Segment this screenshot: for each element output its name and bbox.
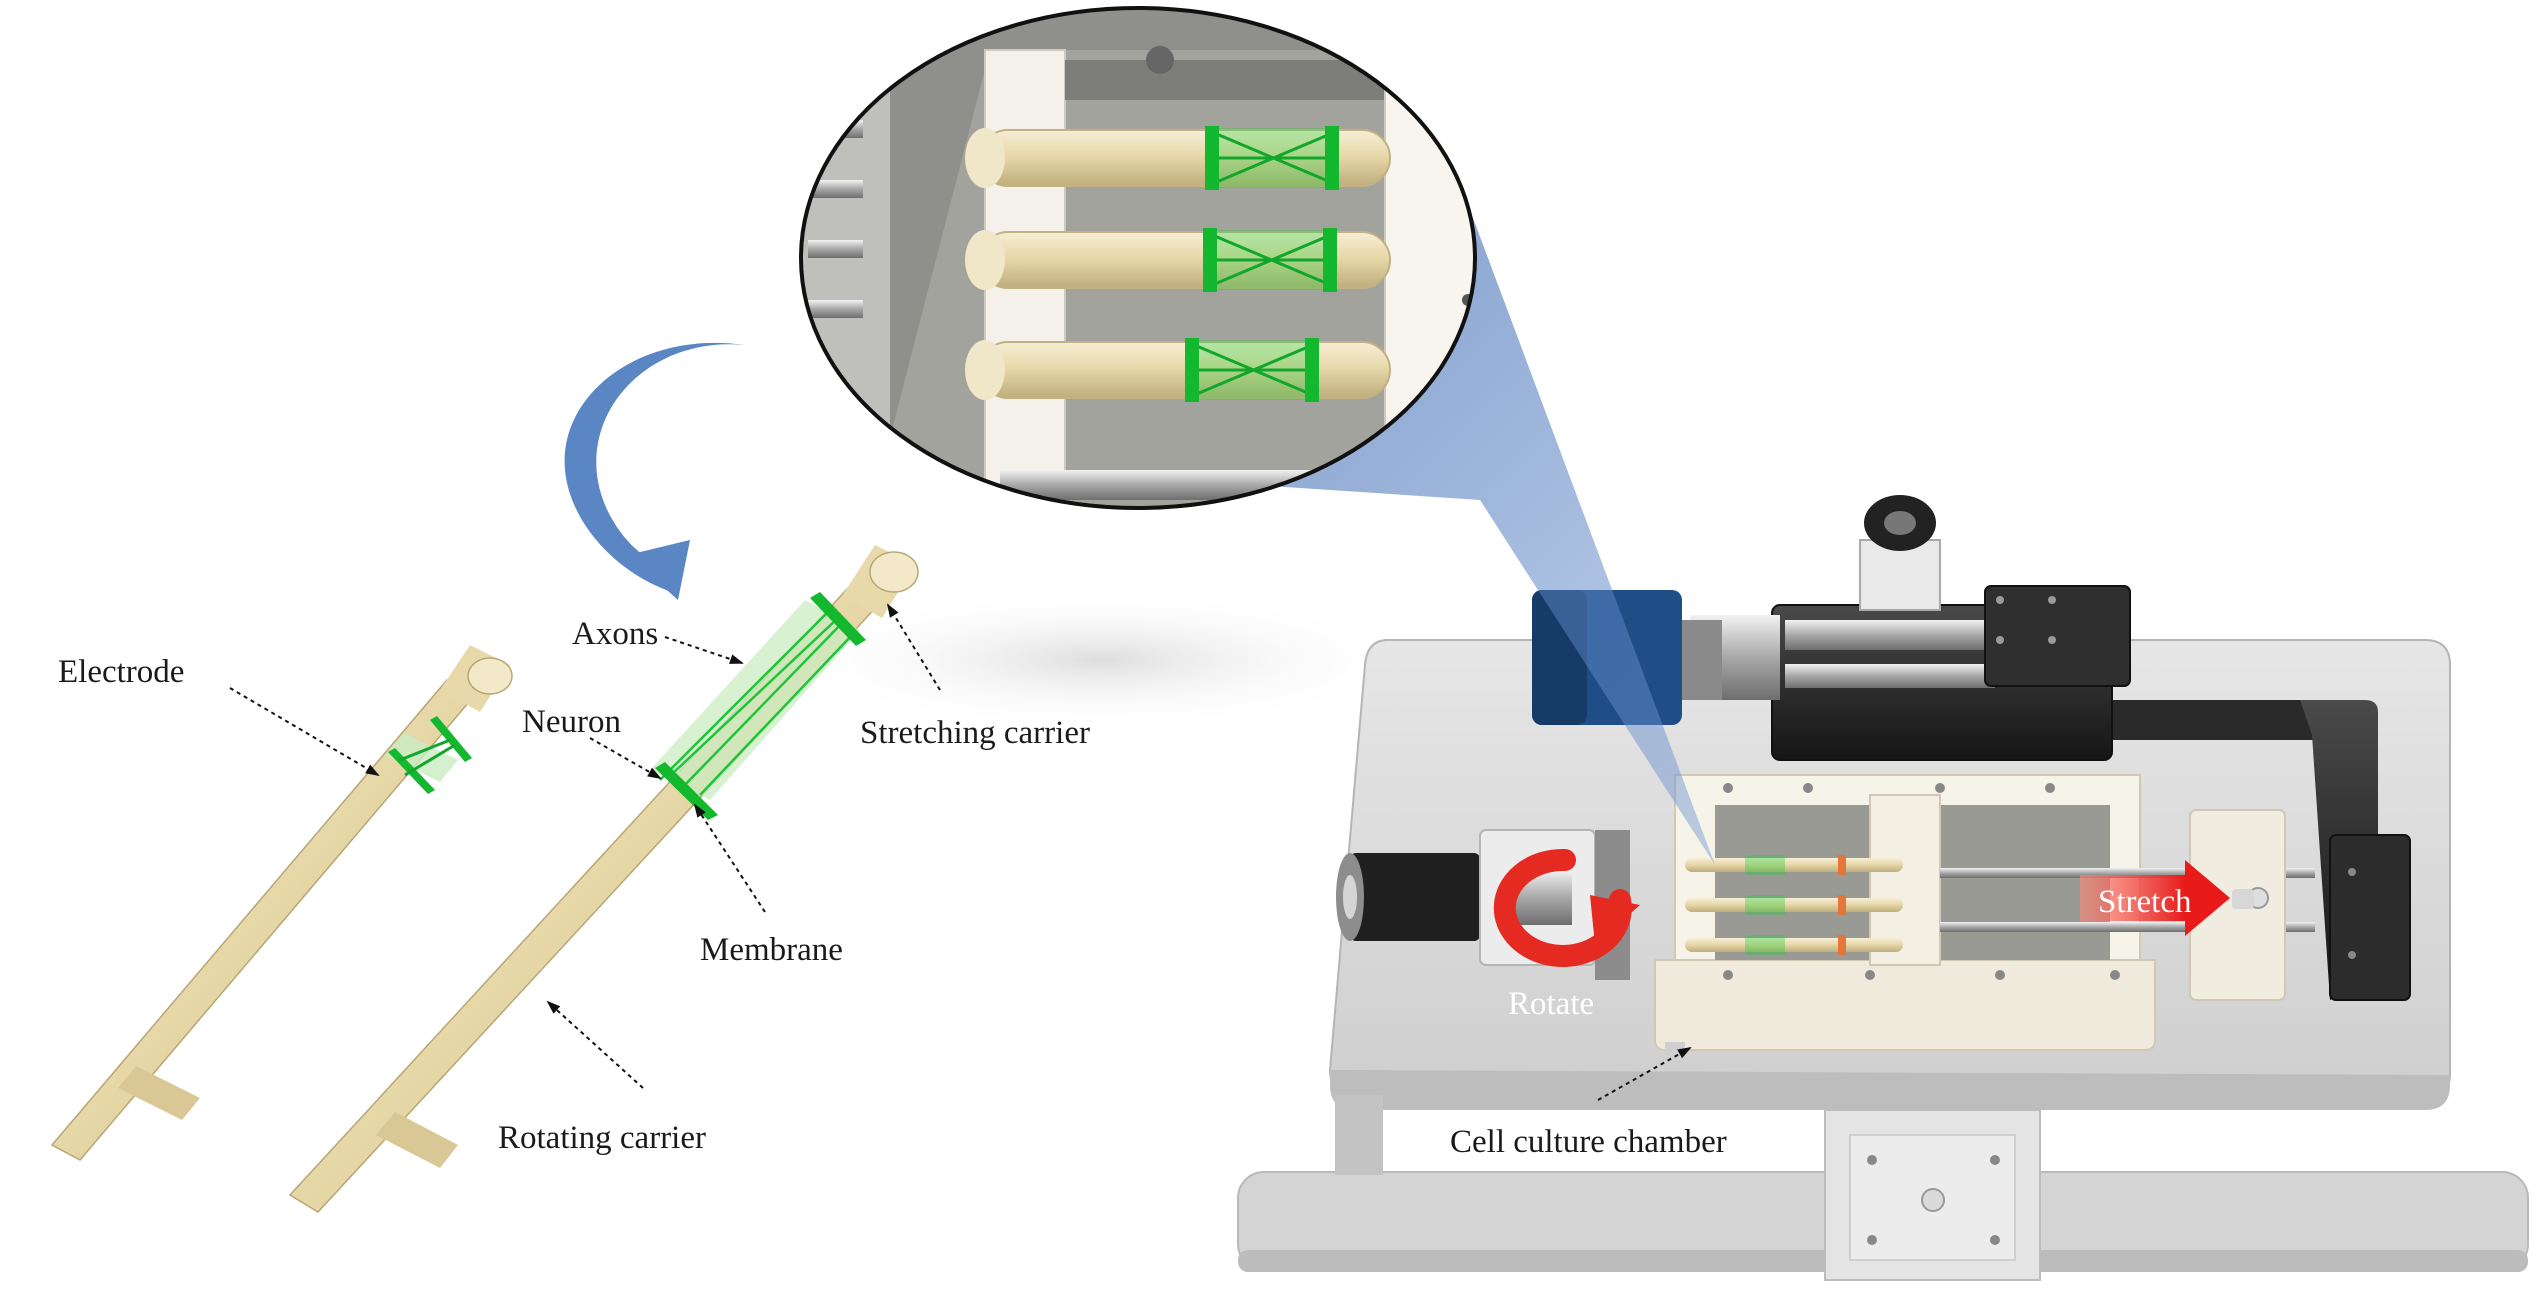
rotate-arrow-icon [1493, 848, 1640, 967]
label-rotating-carrier: Rotating carrier [498, 1120, 706, 1156]
zoom-neuron-band [1185, 126, 1339, 402]
left-carrier-rod [50, 645, 513, 1161]
label-stretch: Stretch [2098, 884, 2192, 920]
label-cell-culture-chamber: Cell culture chamber [1450, 1124, 1727, 1160]
stretch-arrow-icon [2080, 860, 2254, 936]
label-rotate: Rotate [1508, 986, 1594, 1022]
label-stretching-carrier: Stretching carrier [860, 715, 1090, 751]
label-neuron: Neuron [522, 704, 621, 740]
cell-culture-chamber [1654, 774, 2315, 1064]
leader-lines [229, 603, 1692, 1101]
label-axons: Axons [572, 616, 658, 652]
floor-shadow [780, 590, 1420, 730]
label-electrode: Electrode [58, 654, 184, 690]
zoom-inset [799, 6, 1477, 510]
right-carrier-rod [288, 545, 919, 1213]
curved-arrow-icon [564, 342, 745, 600]
label-membrane: Membrane [700, 932, 843, 968]
